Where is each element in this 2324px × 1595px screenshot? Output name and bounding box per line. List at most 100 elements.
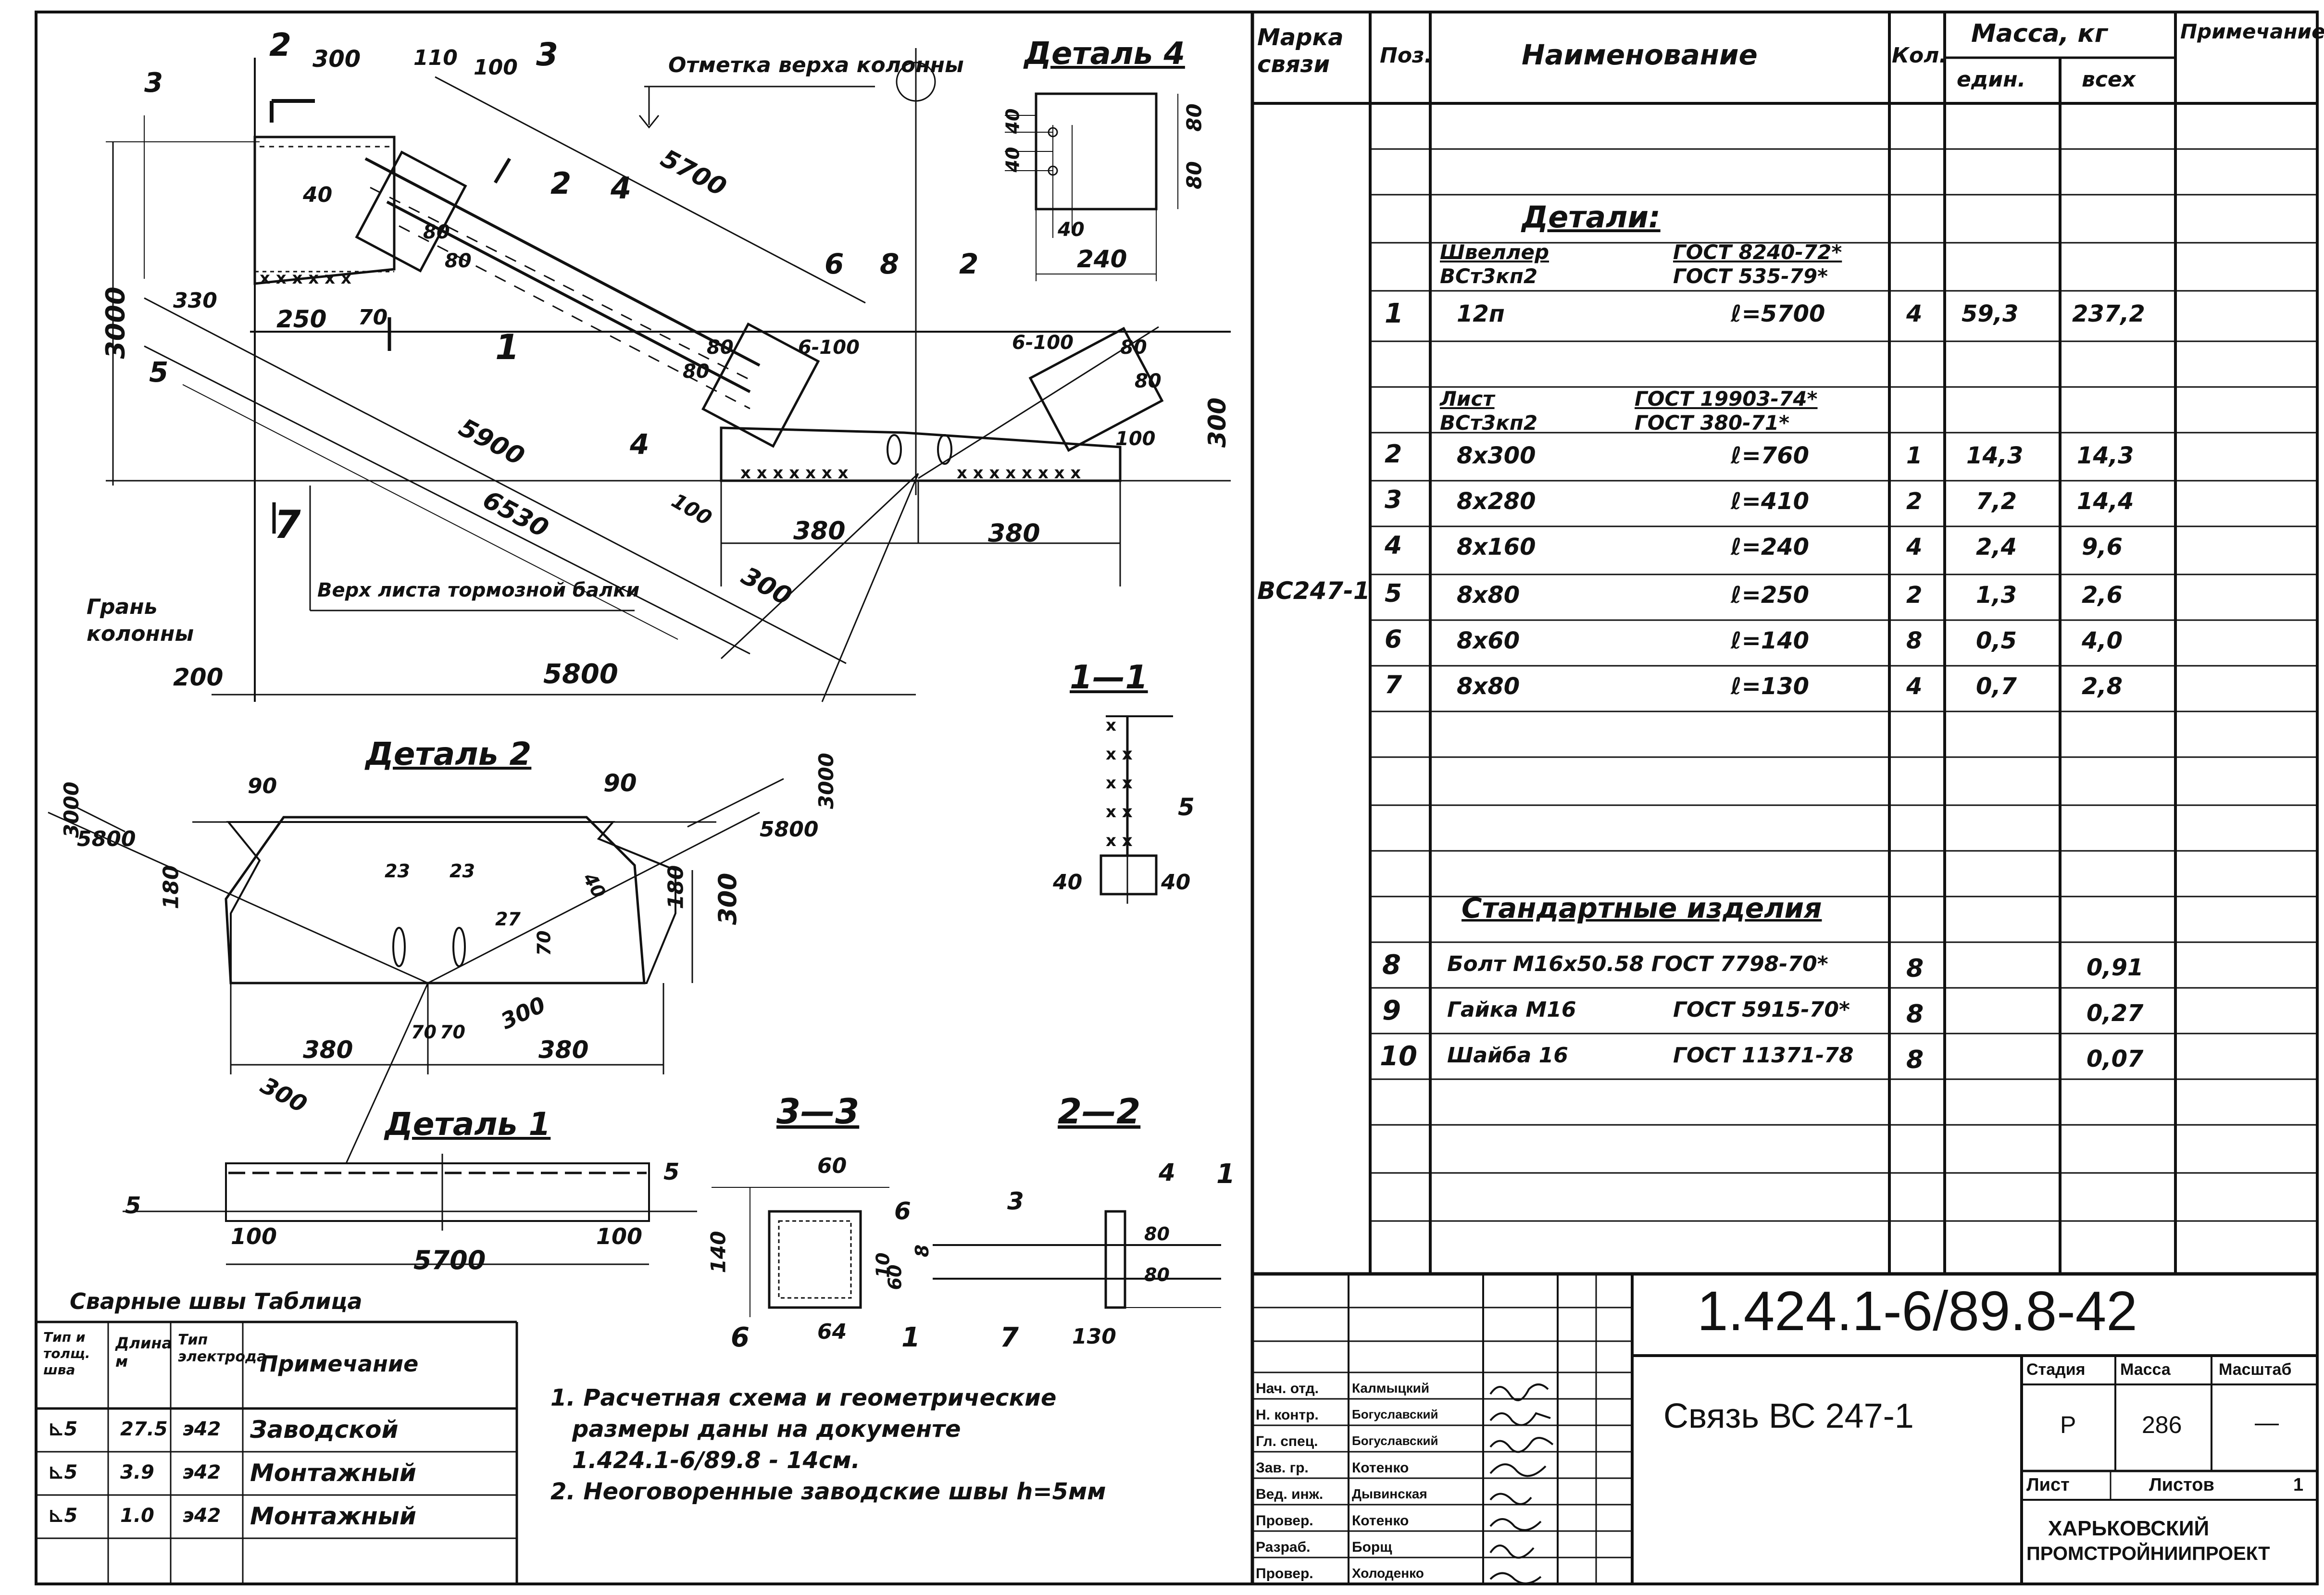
- spec-details-heading: Детали:: [1522, 199, 1661, 235]
- dim-110: 110: [413, 46, 458, 70]
- brake-beam-label: Верх листа тормозной балки: [317, 579, 640, 601]
- staff-role: Провер.: [1256, 1566, 1313, 1582]
- spec-row-qty: 4: [1906, 300, 1923, 327]
- signature-mark: [1489, 1412, 1551, 1426]
- spec-row-len: ℓ=240: [1731, 534, 1810, 561]
- svg-text:x: x: [1106, 716, 1116, 735]
- weld-row-electrode: э42: [183, 1418, 221, 1440]
- doc-number: 1.424.1-6/89.8-42: [1697, 1280, 2137, 1342]
- sheets-value: 1: [2293, 1475, 2304, 1495]
- spec-row-qty: 1: [1906, 442, 1923, 469]
- weld-row-length: 1.0: [120, 1505, 154, 1527]
- spec-sheet-b-std: ГОСТ 380-71*: [1635, 411, 1790, 435]
- dim-250: 250: [276, 305, 327, 333]
- detail2-dim-23a: 23: [385, 860, 410, 882]
- signature-mark: [1489, 1437, 1554, 1453]
- signature-mark: [1489, 1493, 1532, 1505]
- spec-row-pos: 9: [1382, 995, 1401, 1026]
- spec-channel-b-std: ГОСТ 535-79*: [1673, 264, 1828, 288]
- dim-330: 330: [173, 288, 217, 313]
- scale-label: Масштаб: [2219, 1360, 2292, 1379]
- spec-header-mass: Масса, кг: [1971, 19, 2108, 48]
- mass-label: Масса: [2120, 1360, 2171, 1379]
- svg-text:x x: x x: [1106, 802, 1133, 822]
- staff-role: Гл. спец.: [1256, 1433, 1318, 1449]
- section22-dim-80a: 80: [1144, 1223, 1170, 1245]
- dim-200: 200: [173, 663, 224, 691]
- spec-channel-a: Швеллер: [1440, 240, 1549, 264]
- spec-row-pos: 6: [1385, 625, 1402, 654]
- note-2: 2. Неоговоренные заводские швы h=5мм: [550, 1478, 1106, 1505]
- note-1-line-3: 1.424.1-6/89.8 - 14см.: [572, 1447, 860, 1474]
- weld-row-length: 27.5: [120, 1418, 168, 1440]
- dim-70: 70: [358, 305, 388, 330]
- spec-row-len: ℓ=410: [1731, 488, 1810, 515]
- section-mark-2: 2: [269, 26, 291, 63]
- detail2-dim-27: 27: [495, 909, 521, 930]
- dim-40: 40: [303, 183, 333, 207]
- section22-dim-130: 130: [1072, 1324, 1116, 1349]
- weld-row-type: ⊾5: [48, 1461, 78, 1483]
- spec-row-unit: 1,3: [1976, 582, 2017, 609]
- dim-100: 100: [474, 55, 518, 80]
- staff-name: Котенко: [1352, 1460, 1409, 1476]
- detail1-title: Деталь 1: [385, 1106, 551, 1143]
- spec-mark-value: ВС247-1: [1257, 577, 1370, 605]
- callout-4b: 4: [630, 428, 650, 461]
- spec-row-len: ℓ=5700: [1731, 300, 1825, 327]
- spec-row-len: ℓ=250: [1731, 582, 1810, 609]
- weld-header-length: Длина м: [115, 1334, 173, 1371]
- staff-role: Разраб.: [1256, 1539, 1311, 1555]
- section22-callout-3: 3: [1007, 1187, 1024, 1215]
- spec-row-len: ℓ=140: [1731, 627, 1810, 654]
- detail2-dim-5800b: 5800: [760, 817, 819, 842]
- spec-row-all: 237,2: [2072, 300, 2145, 327]
- section22-callout-4: 4: [1159, 1159, 1175, 1186]
- spec-row-pos: 10: [1380, 1041, 1417, 1072]
- spec-row-len: ГОСТ 5915-70*: [1673, 997, 1850, 1022]
- detail2-dim-70b: 70: [440, 1022, 465, 1043]
- detail1-dim-5b: 5: [663, 1159, 680, 1185]
- callout-4: 4: [611, 171, 632, 206]
- dim-80-d: 80: [707, 336, 734, 359]
- signature-mark: [1489, 1383, 1549, 1401]
- spec-row-pos: 1: [1385, 298, 1403, 329]
- spec-row-unit: 59,3: [1962, 300, 2019, 327]
- section33-title: 3—3: [776, 1091, 860, 1132]
- callout-3-topleft: 3: [144, 67, 163, 99]
- stage-label: Стадия: [2026, 1360, 2086, 1379]
- spec-row-name: 8х80: [1457, 582, 1520, 609]
- staff-name: Богуславский: [1352, 1433, 1438, 1448]
- spec-row-name: 8х300: [1457, 442, 1536, 469]
- sheet-frame: [35, 11, 2319, 1585]
- section22-dim-80b: 80: [1144, 1264, 1170, 1285]
- detail1-dim-5a: 5: [125, 1192, 141, 1219]
- section22-callout-1: 1: [1216, 1159, 1235, 1190]
- section33-callout-6a: 6: [731, 1322, 750, 1353]
- spec-header-pos: Поз.: [1380, 43, 1433, 68]
- section11-title: 1—1: [1070, 659, 1148, 697]
- weld-row-type: ⊾5: [48, 1418, 78, 1440]
- dim-80-a: 80: [423, 221, 450, 243]
- sheets-label: Листов: [2149, 1475, 2214, 1495]
- staff-name: Холоденко: [1352, 1566, 1424, 1581]
- detail2-title: Деталь 2: [365, 735, 532, 773]
- spec-row-unit: 0,5: [1976, 627, 2017, 654]
- spec-row-pos: 5: [1385, 579, 1402, 608]
- spec-header-note: Примечание: [2180, 20, 2324, 43]
- spec-row-pos: 8: [1382, 949, 1401, 981]
- svg-text:x x: x x: [1106, 773, 1133, 793]
- spec-row-all: 0,07: [2087, 1046, 2144, 1072]
- detail1-dim-5700: 5700: [413, 1245, 486, 1275]
- section-mark-2b: 2: [550, 166, 572, 201]
- dim-380-a: 380: [793, 517, 846, 546]
- detail2-dim-70a: 70: [411, 1022, 437, 1043]
- dim-80-f: 80: [1135, 370, 1162, 392]
- weld-table-title: Сварные швы Таблица: [70, 1288, 362, 1314]
- staff-role: Нач. отд.: [1256, 1381, 1319, 1396]
- section33-callout-1: 1: [901, 1322, 920, 1353]
- dim-6-100-b: 6-100: [1012, 332, 1074, 354]
- scale-value: —: [2255, 1409, 2279, 1436]
- spec-header-mark: Марка связи: [1257, 24, 1344, 78]
